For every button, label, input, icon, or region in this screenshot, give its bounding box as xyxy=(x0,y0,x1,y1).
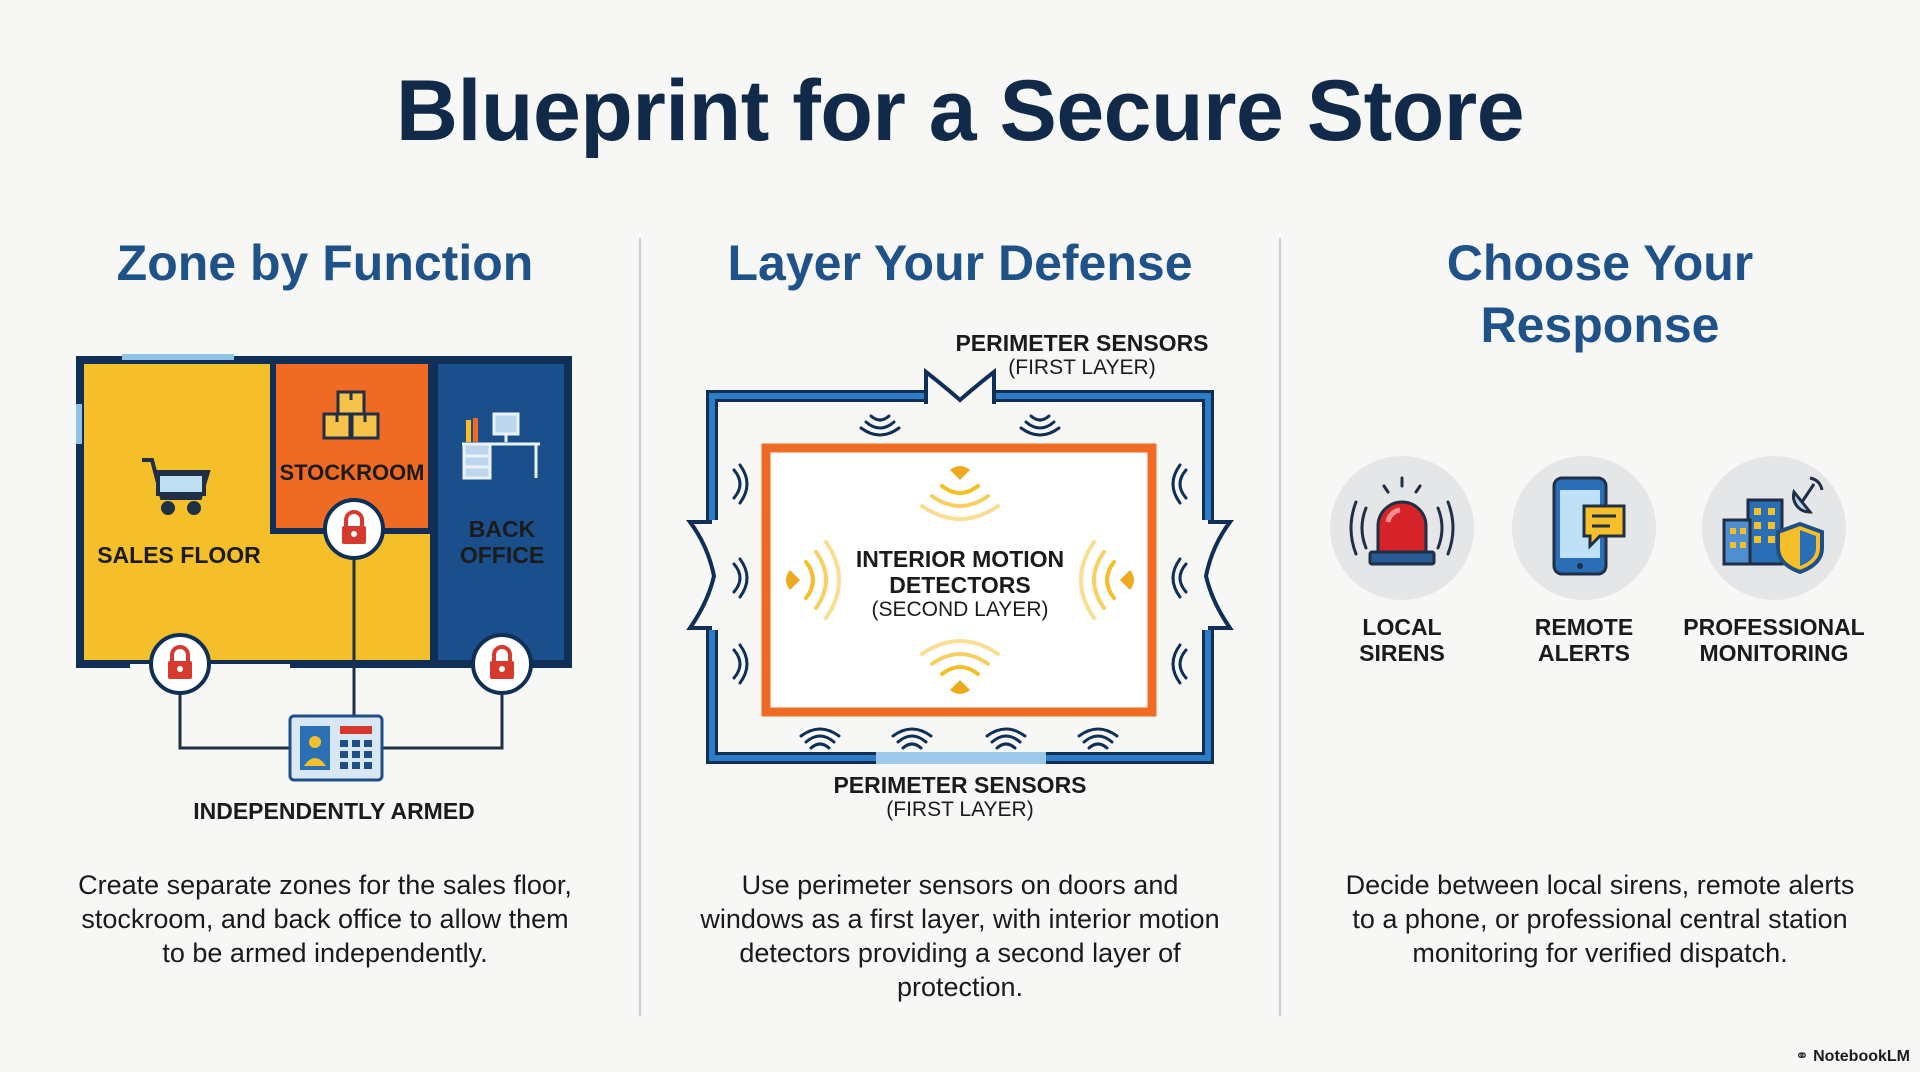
siren-icon xyxy=(1349,476,1455,566)
description-response: Decide between local sirens, remote aler… xyxy=(1345,870,1855,968)
heading-choose-your-response: Choose Your Response xyxy=(1446,235,1754,353)
label-professional-monitoring: PROFESSIONAL MONITORING xyxy=(1683,614,1865,666)
desk-icon xyxy=(462,412,540,480)
sub-perimeter-bottom: (FIRST LAYER) xyxy=(886,798,1034,821)
label-back-office-1: BACK xyxy=(468,516,536,542)
label-perimeter-bottom: PERIMETER SENSORS xyxy=(833,772,1087,798)
door-sensor-right xyxy=(1203,520,1234,630)
stockroom-zone xyxy=(276,364,428,528)
page-title: Blueprint for a Secure Store xyxy=(395,63,1525,159)
label-interior-2: DETECTORS xyxy=(889,572,1031,598)
door-sensor-left xyxy=(686,520,717,630)
option-professional-monitoring xyxy=(1702,456,1846,600)
heading-layer-your-defense: Layer Your Defense xyxy=(727,235,1193,291)
description-defense: Use perimeter sensors on doors and windo… xyxy=(700,870,1220,1002)
lock-icon-sales xyxy=(149,633,211,695)
shopping-cart-icon xyxy=(142,458,211,515)
boxes-icon xyxy=(322,390,380,440)
description-zone: Create separate zones for the sales floo… xyxy=(78,870,572,968)
label-back-office-2: OFFICE xyxy=(459,542,545,568)
label-interior-1: INTERIOR MOTION xyxy=(855,546,1065,572)
label-perimeter-top: PERIMETER SENSORS xyxy=(955,330,1209,356)
option-remote-alerts xyxy=(1512,456,1656,600)
notebooklm-logo-icon: ⚭ xyxy=(1795,1048,1809,1065)
notebooklm-badge: ⚭ NotebookLM xyxy=(1795,1048,1910,1065)
sales-floor-zone xyxy=(84,364,432,660)
label-local-sirens: LOCAL SIRENS xyxy=(1359,614,1445,666)
heading-zone-by-function: Zone by Function xyxy=(116,235,534,291)
column-divider-right xyxy=(1279,238,1281,1016)
label-remote-alerts: REMOTE ALERTS xyxy=(1534,614,1634,666)
sub-perimeter-top: (FIRST LAYER) xyxy=(1008,356,1156,379)
caption-independently-armed: INDEPENDENTLY ARMED xyxy=(193,798,475,824)
label-stockroom: STOCKROOM xyxy=(279,460,425,485)
phone-alert-icon xyxy=(1552,476,1626,576)
lock-icon-back-office xyxy=(471,633,533,695)
column-divider-left xyxy=(639,238,641,1016)
back-office-zone xyxy=(438,364,564,660)
label-sales-floor: SALES FLOOR xyxy=(97,542,261,568)
option-local-sirens xyxy=(1330,456,1474,600)
monitoring-building-icon xyxy=(1722,476,1824,575)
sub-interior: (SECOND LAYER) xyxy=(871,598,1049,621)
lock-icon-stockroom xyxy=(323,498,385,560)
keypad-panel-icon xyxy=(288,714,384,782)
